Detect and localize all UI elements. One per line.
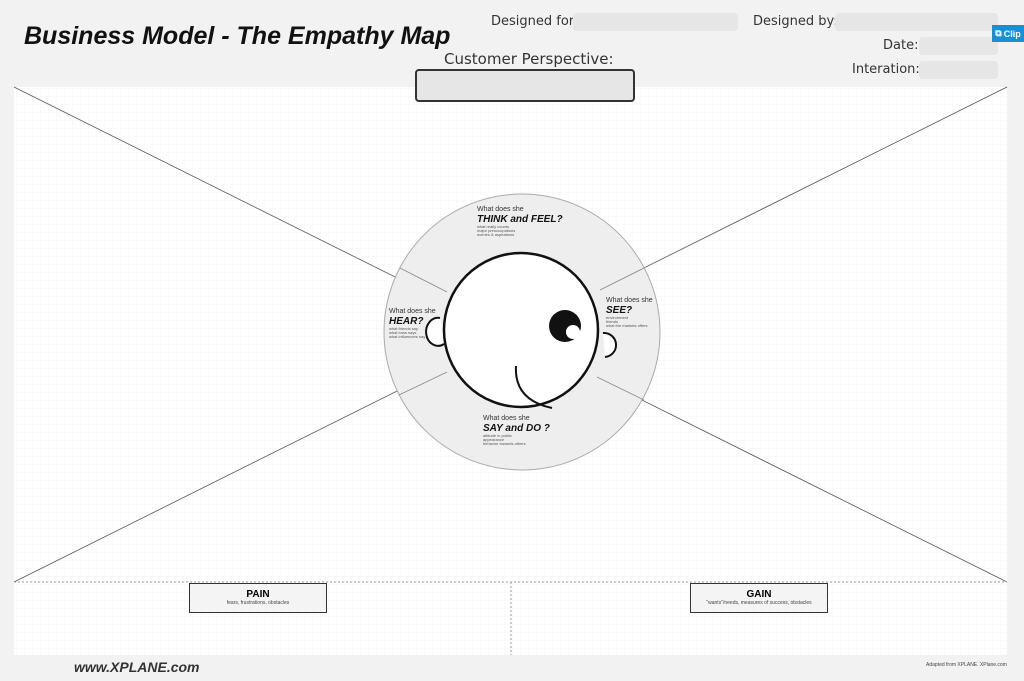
designed-by-field[interactable]: [835, 13, 998, 31]
footer-site-link[interactable]: www.XPLANE.com: [74, 659, 200, 675]
date-field[interactable]: [919, 37, 998, 55]
iteration-field[interactable]: [919, 61, 998, 79]
face: [442, 251, 600, 409]
right-ear: [602, 331, 617, 358]
left-ear: [425, 316, 445, 347]
date-label: Date:: [883, 38, 919, 53]
footer-credit: Adapted from XPLANE. XPlane.com: [926, 662, 1007, 668]
eye-pupil-highlight: [566, 325, 580, 339]
designed-for-field[interactable]: [573, 13, 738, 31]
clip-icon: ⧉: [995, 28, 1002, 38]
customer-perspective-label: Customer Perspective:: [444, 50, 614, 68]
clip-button[interactable]: ⧉Clip: [992, 25, 1024, 42]
customer-perspective-field[interactable]: [415, 69, 635, 102]
iteration-label: Interation:: [852, 62, 920, 77]
designed-by-label: Designed by:: [753, 14, 838, 29]
gain-box: GAIN"wants"/needs, measures of success, …: [690, 583, 828, 613]
designed-for-label: Designed for:: [491, 14, 579, 29]
page-title: Business Model - The Empathy Map: [24, 22, 451, 50]
smile: [514, 365, 553, 409]
